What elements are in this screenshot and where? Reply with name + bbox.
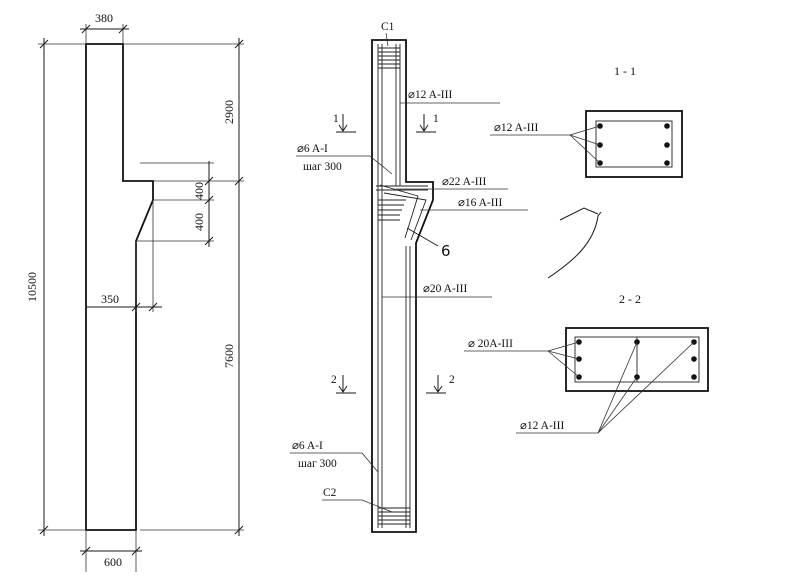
- section2-bar-label-bottom: ⌀12 A-III: [520, 420, 564, 432]
- label-stirrup-top-step: шаг 300: [303, 161, 342, 173]
- label-bracket-bar-22: ⌀22 A-III: [442, 176, 486, 188]
- cut1-right-number: 1: [433, 113, 439, 125]
- section2-outline: [565, 327, 709, 392]
- section2-bar-label-top: ⌀ 20A-III: [468, 338, 513, 350]
- dim-top-width-text: 380: [95, 11, 113, 25]
- dim-top-width: 380: [80, 11, 129, 44]
- dim-bottom-width: 600: [80, 530, 142, 572]
- handwritten-mark-6: 6: [441, 242, 451, 260]
- reinforced-column-outline: [371, 39, 434, 533]
- dim-upper-height-text: 2900: [222, 100, 236, 124]
- section-2-2: 2 - 2 ⌀ 20A-III ⌀12 A-III: [464, 292, 709, 434]
- dim-right-chain: 2900 7600: [123, 38, 244, 536]
- label-stirrup-bottom-dia: ⌀6 A-I: [292, 440, 323, 452]
- cut-2-markers: 2 2: [331, 374, 455, 394]
- cut1-left-number: 1: [333, 113, 339, 125]
- handwritten-curve: [547, 207, 602, 279]
- label-bracket-bar-16: ⌀16 A-III: [458, 197, 502, 209]
- dim-bracket-400-a-text: 400: [192, 182, 206, 200]
- dim-bracket: 400 400: [136, 161, 214, 247]
- label-stirrup-top-dia: ⌀6 A-I: [297, 143, 328, 155]
- section2-title: 2 - 2: [619, 292, 641, 306]
- label-c1: C1: [381, 21, 395, 33]
- dim-lower-offset-text: 350: [101, 292, 119, 306]
- label-main-bar: ⌀20 A-III: [423, 283, 467, 295]
- reinforcement-view: C1 ⌀12 A-III 1 1 ⌀6 A-I шаг 300 ⌀22 A-II…: [290, 21, 528, 533]
- section-1-1: 1 - 1 ⌀12 A-III: [490, 64, 683, 178]
- section1-stirrup: [595, 120, 673, 168]
- handwritten-leader: [406, 227, 439, 247]
- dim-lower-height-text: 7600: [222, 344, 236, 368]
- cut2-left-number: 2: [331, 374, 337, 386]
- label-c2: C2: [323, 487, 337, 499]
- label-top-bar: ⌀12 A-III: [408, 89, 452, 101]
- dim-bracket-400-b-text: 400: [192, 213, 206, 231]
- label-stirrup-bottom-step: шаг 300: [298, 458, 337, 470]
- column-outline: [85, 43, 154, 531]
- dim-bottom-width-text: 600: [104, 555, 122, 569]
- cut2-right-number: 2: [449, 374, 455, 386]
- section1-title: 1 - 1: [614, 64, 636, 78]
- cage-c2-mesh: [378, 507, 410, 525]
- cut-1-markers: 1 1: [333, 113, 439, 133]
- bracket-reinforcement: [376, 184, 428, 241]
- section1-bar-label: ⌀12 A-III: [494, 122, 538, 134]
- cage-c1-mesh: [378, 47, 400, 69]
- section1-outline: [585, 110, 683, 178]
- dim-total-height: 10500: [25, 38, 86, 536]
- dim-total-height-text: 10500: [25, 272, 39, 302]
- column-outline-view: 380 10500 2900 7600: [25, 11, 244, 572]
- dim-lower-offset: 350: [86, 200, 162, 312]
